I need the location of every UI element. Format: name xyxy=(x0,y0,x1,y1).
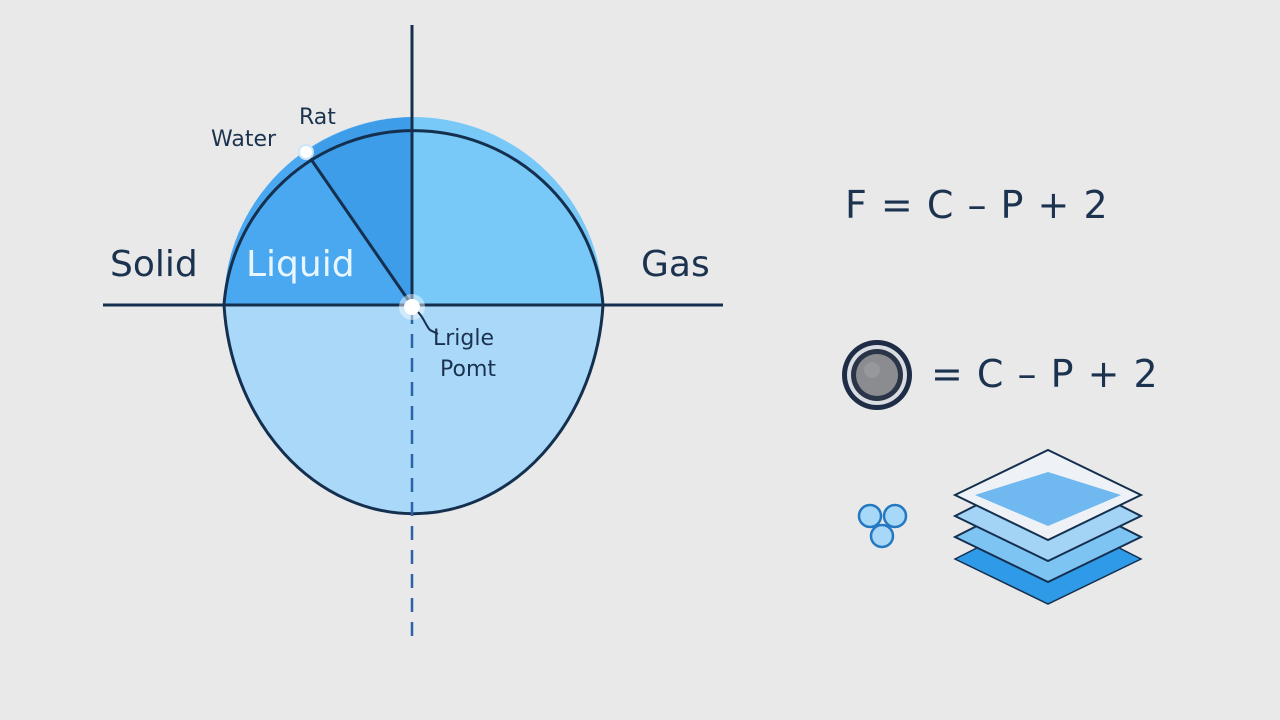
knob-icon[interactable] xyxy=(842,340,912,410)
region-gas xyxy=(413,117,603,305)
circle-outline-bottom xyxy=(222,304,605,516)
solid-label: Solid xyxy=(110,244,198,285)
phase-rule-equation-short: = C – P + 2 xyxy=(931,352,1159,396)
liquid-label: Liquid xyxy=(246,244,355,285)
region-liquid-highlight xyxy=(306,117,413,305)
phase-rule-equation: F = C – P + 2 xyxy=(845,183,1109,227)
triple-point-label-line1: Lrigle xyxy=(433,326,494,351)
water-point xyxy=(298,144,314,160)
region-lower xyxy=(224,305,603,514)
gas-label: Gas xyxy=(641,244,710,285)
rat-label: Rat xyxy=(299,105,336,130)
molecule-cluster-icon xyxy=(857,503,908,549)
triple-point-label-line2: Pomt xyxy=(440,357,496,382)
triple-point-leader xyxy=(417,311,439,335)
boundary-line xyxy=(304,151,413,305)
stacked-layers-icon xyxy=(952,448,1144,605)
phase-circle xyxy=(222,117,605,516)
layer-top-fill xyxy=(975,472,1121,526)
triple-point xyxy=(404,299,420,315)
water-label: Water xyxy=(211,127,277,152)
